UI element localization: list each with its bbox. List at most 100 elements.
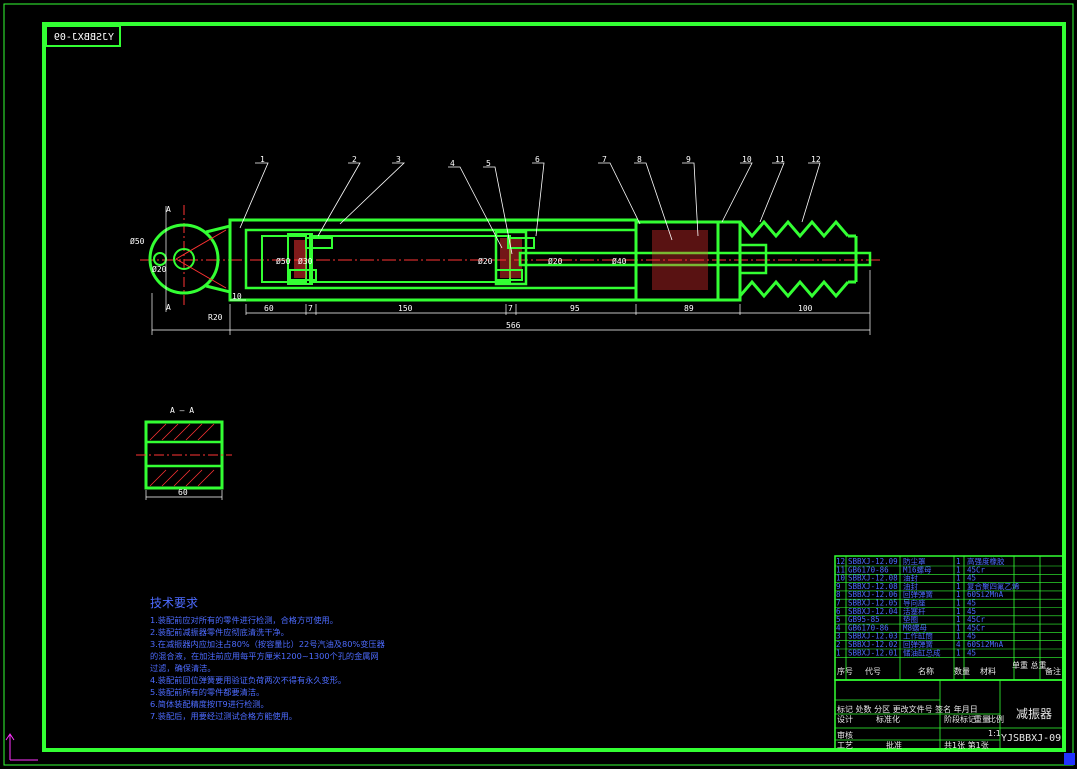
- bom-cell-no: 1: [836, 648, 841, 657]
- title-review-label: 审核: [837, 730, 853, 740]
- bom-cell-code: SBBXJ-12.01: [848, 648, 898, 657]
- tech-req-heading: 技术要求: [150, 596, 198, 610]
- bom-cell-material: 45: [967, 574, 976, 583]
- bom-cell-no: 12: [836, 557, 845, 566]
- balloon-12: 12: [811, 155, 821, 164]
- balloon-5: 5: [486, 159, 491, 168]
- bom-cell-no: 11: [836, 565, 845, 574]
- bom-header: 序号 代号 名称 数量 材料 单重 总重 备注: [837, 660, 1061, 676]
- title-design-label: 设计: [837, 714, 853, 724]
- drawing-code-mirrored: YJSBBXJ-09: [54, 32, 114, 43]
- eye-outer: [148, 223, 220, 295]
- bom-cell-name: 油封: [903, 581, 918, 591]
- bom-header-qty: 数量: [954, 666, 970, 676]
- bom-cell-qty: 4: [956, 640, 961, 649]
- bom-cell-code: GB6170-86: [848, 623, 889, 632]
- rod-dia-label-1: Ø50: [276, 256, 291, 266]
- dim-overall-566: 566: [506, 321, 521, 330]
- bom-cell-material: 45Cr: [967, 565, 986, 574]
- balloon-2: 2: [352, 155, 357, 164]
- dim-89: 89: [684, 304, 694, 313]
- viewport-corner-marker: [1064, 753, 1075, 765]
- eye-dia-label: Ø50: [130, 236, 145, 246]
- balloon-6: 6: [535, 155, 540, 164]
- bom-cell-name: 防尘罩: [903, 556, 926, 566]
- bom-cell-code: SBBXJ-12.02: [848, 640, 898, 649]
- bom-cell-name: 垫圈: [903, 614, 918, 624]
- dust-cover-top: [738, 219, 850, 239]
- bom-cell-name: 活塞杆: [903, 606, 926, 616]
- bom-cell-no: 7: [836, 599, 841, 608]
- bom-cell-name: M16螺母: [903, 564, 932, 574]
- title-sheets-label: 共1张 第1张: [944, 740, 989, 750]
- bom-cell-code: GB95-85: [848, 615, 880, 624]
- bom-cell-code: SBBXJ-12.04: [848, 607, 898, 616]
- tech-requirements: 技术要求 1.装配前应对所有的零件进行检测，合格方可使用。 2.装配前减振器零件…: [150, 596, 385, 721]
- balloon-labels: 1 2 3 4 5 6 7 8 9 10 11 12: [260, 155, 821, 168]
- bom-cell-no: 8: [836, 590, 841, 599]
- bom-cell-qty: 1: [956, 632, 961, 641]
- dim-7a: 7: [308, 304, 313, 313]
- bom-header-material: 材料: [980, 666, 996, 676]
- title-approve-label: 批准: [886, 740, 902, 750]
- title-revision-label: 标记 处数 分区 更改文件号 签名 年月日: [837, 704, 978, 714]
- section-view-title: A — A: [170, 406, 194, 415]
- balloon-3: 3: [396, 155, 401, 164]
- bom-cell-name: 回弹弹簧: [903, 639, 933, 649]
- bom-cell-no: 10: [836, 574, 846, 583]
- dim-95: 95: [570, 304, 580, 313]
- bom-cell-name: 储油缸总成: [903, 647, 941, 657]
- bom-header-single-total: 单重 总重: [1012, 660, 1047, 670]
- bom-cell-material: 60Si2MnA: [967, 590, 1004, 599]
- section-mark-top: A: [166, 205, 171, 214]
- eye-inner-label: Ø20: [152, 264, 167, 274]
- bom-cell-no: 5: [836, 615, 841, 624]
- bom-cell-qty: 1: [956, 557, 961, 566]
- drawing-code-box: YJSBBXJ-09: [45, 25, 121, 47]
- main-view: [140, 205, 880, 305]
- bom-cell-no: 9: [836, 582, 841, 591]
- leaders: [239, 162, 821, 255]
- rod-dia-label-3: Ø20: [478, 256, 493, 266]
- title-scale-label: 比例: [988, 714, 1004, 724]
- bom-cell-name: 工作缸筒: [903, 631, 933, 641]
- piston: [494, 230, 528, 286]
- bom-header-note: 备注: [1045, 666, 1061, 676]
- bom-cell-qty: 1: [956, 607, 961, 616]
- tech-req-item-7: 5.装配前所有的零件都要清洁。: [150, 687, 264, 697]
- bom-cell-name: 导向座: [903, 598, 926, 608]
- title-standardize-label: 标准化: [876, 714, 900, 724]
- section-width-dim: 60: [178, 488, 188, 497]
- section-view-aa: [136, 420, 232, 500]
- bom-cell-code: SBBXJ-12.08: [848, 574, 898, 583]
- title-block: 减振器 YJSBBXJ-09 1:1 标记 处数 分区 更改文件号 签名 年月日…: [837, 704, 1061, 750]
- bom-cell-qty: 1: [956, 590, 961, 599]
- balloon-9: 9: [686, 155, 691, 164]
- balloon-10: 10: [742, 155, 752, 164]
- dim-100: 100: [798, 304, 813, 313]
- bom-cell-qty: 1: [956, 574, 961, 583]
- bom-cell-name: 油封: [903, 573, 918, 583]
- bom-cell-name: M8螺母: [903, 622, 928, 632]
- bom-cell-qty: 1: [956, 565, 961, 574]
- balloon-7: 7: [602, 155, 607, 164]
- title-weight-label: 重量: [974, 714, 990, 724]
- title-drawing-no: YJSBBXJ-09: [1001, 733, 1061, 744]
- bom-cell-qty: 1: [956, 648, 961, 657]
- bom-cell-material: 60Si2MnA: [967, 640, 1004, 649]
- tech-req-item-8: 6.简体装配精度按IT9进行检测。: [150, 699, 269, 709]
- bom-cell-code: SBBXJ-12.08: [848, 582, 898, 591]
- bom-cell-no: 2: [836, 640, 841, 649]
- bom-header-name: 名称: [918, 666, 934, 676]
- bom-cell-code: SBBXJ-12.03: [848, 632, 898, 641]
- bom-header-code: 代号: [865, 666, 881, 676]
- title-block-grid: [834, 679, 1064, 751]
- bom-cell-code: GB6170-86: [848, 565, 889, 574]
- bom-cell-qty: 1: [956, 615, 961, 624]
- ucs-icon: [5, 733, 38, 761]
- bom-cell-no: 4: [836, 623, 841, 632]
- bom-cell-code: SBBXJ-12.06: [848, 590, 898, 599]
- tech-req-item-3: 3.在减振器内应加注占80%（按容量比）22号汽油及80%变压器: [150, 639, 385, 649]
